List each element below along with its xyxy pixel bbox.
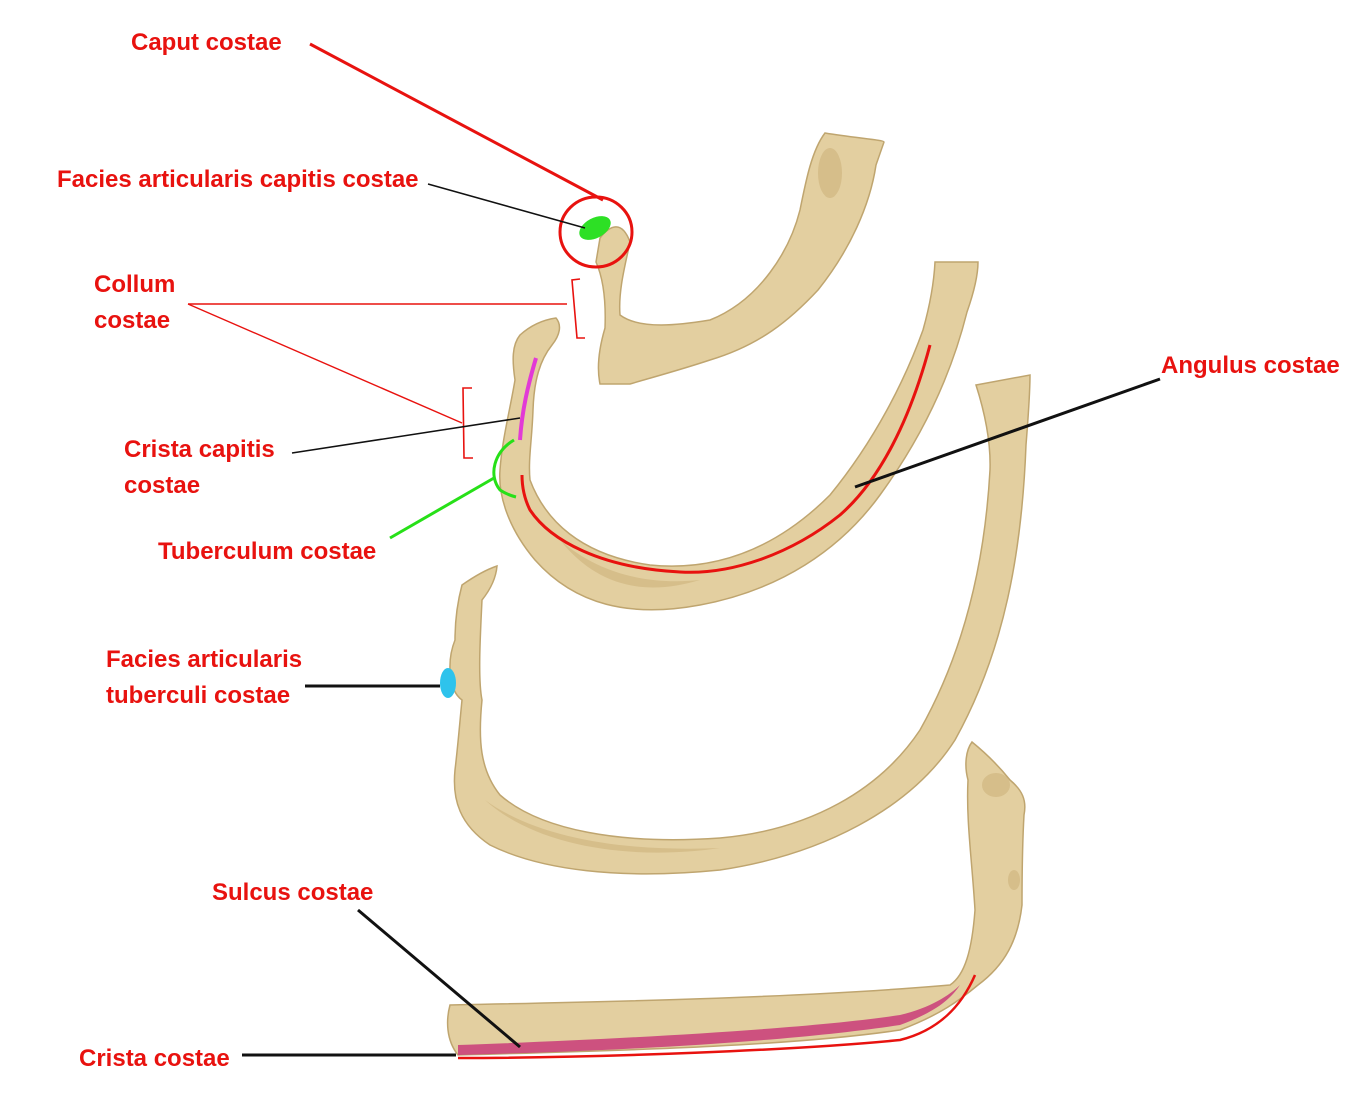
rib-4: [446, 740, 1026, 1056]
label-collum-line1: Collum: [94, 271, 176, 298]
facies-capitis-leader-line: [427, 183, 586, 229]
label-facies-articularis-capitis: Facies articularis capitis costae: [57, 166, 419, 193]
rib-3-shaft: [449, 374, 1031, 875]
label-angulus-costae: Angulus costae: [1161, 352, 1340, 379]
label-facies-tuberculi-line1: Facies articularis: [106, 646, 303, 673]
rib-2-shade: [560, 540, 700, 588]
label-facies-tuberculi-line2: tuberculi costae: [106, 682, 291, 709]
label-tuberculum-costae: Tuberculum costae: [158, 538, 377, 565]
sulcus-highlight: [458, 985, 960, 1055]
rib-4-facet: [982, 773, 1010, 797]
tuberculum-highlight: [492, 438, 517, 499]
crista-capitis-highlight: [518, 357, 538, 441]
tuberculum-leader-line: [389, 476, 495, 540]
facies-tuberculi-highlight: [440, 668, 456, 698]
rib-1-facet-shadow: [818, 148, 842, 198]
collum-leader-line-b: [187, 303, 463, 424]
crista-capitis-leader-line: [291, 417, 521, 454]
label-sulcus-costae: Sulcus costae: [212, 879, 374, 906]
label-collum-line2: costae: [94, 307, 171, 334]
rib-3: [449, 374, 1031, 875]
label-crista-capitis-line2: costae: [124, 472, 201, 499]
angulus-leader-line: [854, 377, 1161, 489]
caput-leader-line: [309, 42, 604, 202]
facies-capitis-highlight: [579, 216, 611, 240]
crista-red-line: [457, 974, 977, 1060]
rib-1: [595, 132, 885, 385]
rib-4-tubercle: [1008, 870, 1020, 890]
label-caput-costae: Caput costae: [131, 29, 282, 56]
rib-3-shade: [485, 800, 720, 853]
rib-1-shaft: [595, 132, 885, 385]
collum-bracket-upper: [571, 278, 585, 339]
collum-bracket-lower: [462, 387, 473, 459]
rib-2: [499, 261, 979, 611]
sulcus-leader-line: [357, 908, 521, 1049]
label-crista-costae: Crista costae: [79, 1045, 230, 1072]
angulus-red-line: [520, 344, 932, 574]
rib-2-shaft: [499, 261, 979, 611]
rib-4-shaft: [446, 740, 1026, 1056]
label-crista-capitis-line1: Crista capitis: [124, 436, 275, 463]
